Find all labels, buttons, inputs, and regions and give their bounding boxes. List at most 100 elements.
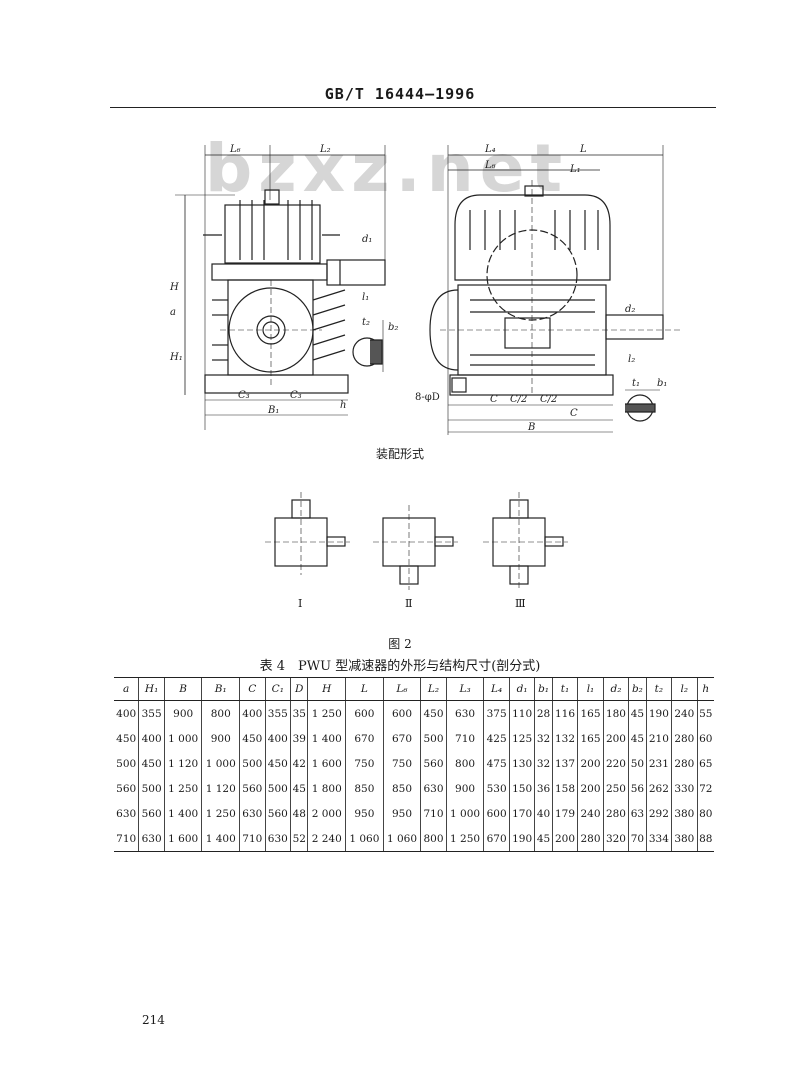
table-cell: 280 bbox=[602, 801, 629, 826]
column-header: H₁ bbox=[138, 677, 165, 701]
table-cell: 630 bbox=[420, 776, 447, 801]
table-cell: 900 bbox=[201, 726, 240, 751]
table-cell: 750 bbox=[382, 751, 421, 776]
table-cell: 450 bbox=[116, 732, 137, 745]
table-cell: 670 bbox=[345, 726, 384, 751]
table-cell: 40 bbox=[534, 801, 553, 826]
table-cell: 36 bbox=[534, 776, 553, 801]
table-cell: 375 bbox=[483, 700, 510, 726]
table-cell: 710 bbox=[420, 801, 447, 826]
table-cell: 530 bbox=[483, 776, 510, 801]
table-cell: 630 bbox=[116, 807, 137, 820]
table-cell: 450 bbox=[420, 700, 447, 726]
table-cell: 45 bbox=[290, 776, 308, 801]
assembly-caption: 装配形式 bbox=[375, 447, 424, 461]
dim-label-c3-left: C₃ bbox=[238, 390, 250, 401]
table-cell: 320 bbox=[602, 826, 629, 852]
table-cell: 231 bbox=[645, 751, 672, 776]
table-cell: 850 bbox=[345, 776, 384, 801]
assembly-form-1-label: Ⅰ bbox=[298, 597, 303, 610]
table-cell: 1 400 bbox=[201, 826, 240, 852]
column-header: l₁ bbox=[577, 677, 604, 701]
dim-label-l2-right: l₂ bbox=[628, 354, 635, 365]
column-header: d₂ bbox=[602, 677, 629, 701]
table-cell: 42 bbox=[290, 751, 308, 776]
dim-label-t1: t₁ bbox=[632, 378, 640, 389]
table-cell: 2 240 bbox=[307, 826, 346, 852]
dim-label-l4: L₄ bbox=[484, 144, 496, 155]
left-view-drawing bbox=[175, 145, 386, 430]
table-cell: 130 bbox=[508, 751, 535, 776]
table-cell: 600 bbox=[345, 700, 384, 726]
table-cell: 1 400 bbox=[307, 726, 346, 751]
column-header: a bbox=[114, 677, 139, 701]
table-cell: 1 250 bbox=[445, 826, 484, 852]
table-cell: 56 bbox=[628, 776, 647, 801]
table-cell: 560 bbox=[239, 776, 266, 801]
table-cell: 32 bbox=[534, 726, 553, 751]
table-cell: 240 bbox=[671, 700, 698, 726]
assembly-forms-drawing bbox=[265, 492, 568, 590]
table-cell: 280 bbox=[671, 751, 698, 776]
table-cell: 280 bbox=[671, 726, 698, 751]
table-cell: 630 bbox=[138, 826, 165, 852]
assembly-form-2-label: Ⅱ bbox=[405, 597, 413, 610]
table-cell: 48 bbox=[290, 801, 308, 826]
table-cell: 710 bbox=[445, 726, 484, 751]
table-cell: 600 bbox=[483, 801, 510, 826]
table-cell: 220 bbox=[602, 751, 629, 776]
table-cell: 80 bbox=[696, 801, 714, 826]
table-cell: 45 bbox=[628, 700, 647, 726]
table-cell: 179 bbox=[551, 801, 578, 826]
table-cell: 1 600 bbox=[163, 826, 202, 852]
table-cell: 380 bbox=[671, 826, 698, 852]
table-cell: 116 bbox=[551, 700, 578, 726]
table-cell: 500 bbox=[239, 751, 266, 776]
column-header: d₁ bbox=[508, 677, 535, 701]
table-title: 表 4 PWU 型减速器的外形与结构尺寸(剖分式) bbox=[259, 659, 541, 674]
table-cell: 500 bbox=[116, 757, 137, 770]
table-cell: 200 bbox=[551, 826, 578, 852]
table-cell: 200 bbox=[577, 776, 604, 801]
table-cell: 355 bbox=[138, 700, 165, 726]
table-cell: 1 000 bbox=[163, 726, 202, 751]
figure-caption: 图 2 bbox=[388, 637, 412, 651]
column-header: L₆ bbox=[382, 677, 421, 701]
table-cell: 70 bbox=[628, 826, 647, 852]
dim-label-b1: B₁ bbox=[267, 405, 279, 416]
dim-label-h: H bbox=[169, 282, 179, 293]
table-cell: 1 120 bbox=[163, 751, 202, 776]
table-cell: 950 bbox=[382, 801, 421, 826]
table-cell: 55 bbox=[696, 700, 714, 726]
dim-label-l1: l₁ bbox=[362, 292, 369, 303]
dim-label-c2-left: C/2 bbox=[510, 394, 527, 405]
table-cell: 35 bbox=[290, 700, 308, 726]
table-cell: 50 bbox=[628, 751, 647, 776]
column-header: b₂ bbox=[628, 677, 647, 701]
column-header: h bbox=[696, 677, 714, 701]
table-cell: 400 bbox=[138, 726, 165, 751]
dim-label-c2-right: C/2 bbox=[540, 394, 557, 405]
table-cell: 158 bbox=[551, 776, 578, 801]
table-cell: 800 bbox=[201, 700, 240, 726]
dim-label-b1-right: b₁ bbox=[657, 378, 667, 389]
dim-label-a: a bbox=[170, 307, 176, 318]
dim-label-c-right: C bbox=[570, 408, 578, 419]
table-cell: 52 bbox=[290, 826, 308, 852]
table-cell: 262 bbox=[645, 776, 672, 801]
dim-label-h1: H₁ bbox=[169, 352, 183, 363]
table-cell: 500 bbox=[138, 776, 165, 801]
table-cell: 45 bbox=[534, 826, 553, 852]
table-cell: 450 bbox=[138, 751, 165, 776]
table-cell: 380 bbox=[671, 801, 698, 826]
table-cell: 1 250 bbox=[307, 700, 346, 726]
table-cell: 1 060 bbox=[382, 826, 421, 852]
dim-label-l2-left: L₂ bbox=[319, 144, 331, 155]
right-view-drawing bbox=[429, 145, 680, 435]
